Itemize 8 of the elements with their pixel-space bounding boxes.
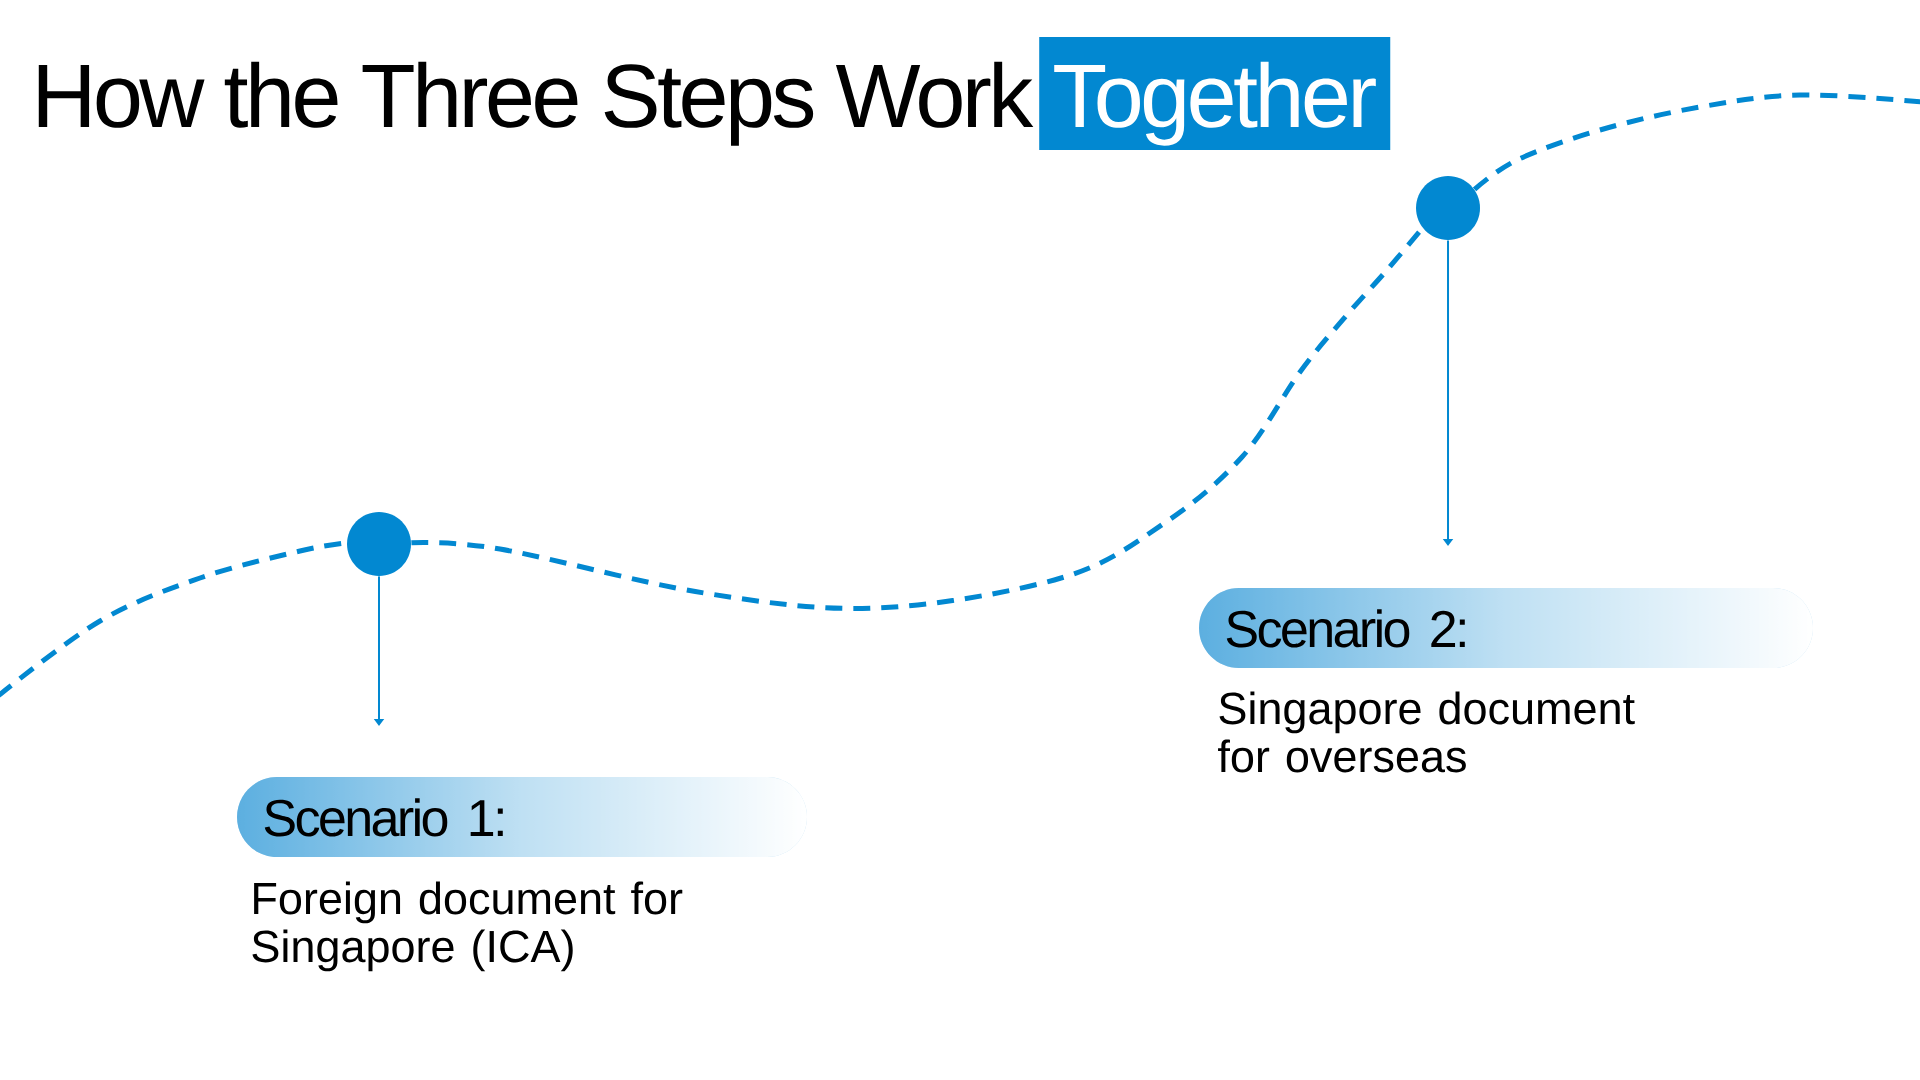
- title: How the Three Steps Work Together: [38, 37, 1391, 150]
- description: Foreign document for Singapore (ICA): [252, 881, 683, 972]
- heading: Scenario 1:: [264, 798, 503, 837]
- heading: Scenario 2:: [1226, 609, 1465, 648]
- description: Singapore document for overseas: [1218, 691, 1635, 773]
- timeline-dot: [347, 512, 411, 576]
- timeline-dot: [1416, 176, 1480, 240]
- dashed-curve: [1472, 92, 1920, 192]
